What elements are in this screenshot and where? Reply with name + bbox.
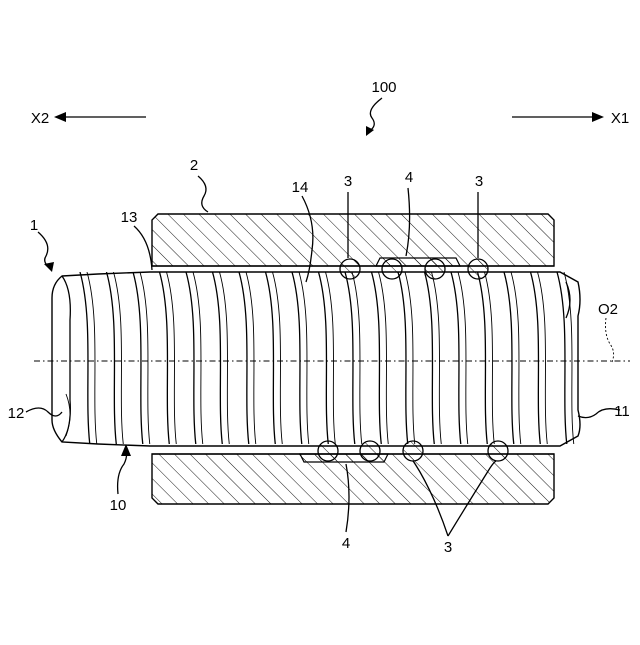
thread-crest-line <box>584 272 594 446</box>
ball <box>340 259 360 279</box>
label-end-right: 11 <box>614 403 630 420</box>
ball <box>468 259 488 279</box>
label-screw: 1 <box>30 217 38 234</box>
ball <box>425 259 445 279</box>
ball <box>382 259 402 279</box>
label-thread: 10 <box>110 497 127 514</box>
ball <box>318 441 338 461</box>
screw-shaft <box>52 272 601 446</box>
label-assembly: 100 <box>371 79 396 96</box>
label-groove: 13 <box>121 209 138 226</box>
direction-arrow-x2 <box>54 112 146 122</box>
label-deflector-top: 4 <box>405 169 413 186</box>
nut-upper-section <box>152 214 554 266</box>
label-ball-top-right: 3 <box>475 173 483 190</box>
label-end-left: 12 <box>8 405 25 422</box>
ball <box>360 441 380 461</box>
label-nut-groove: 14 <box>292 179 309 196</box>
thread-root-line <box>591 272 601 446</box>
label-ball-top-left: 3 <box>344 173 352 190</box>
label-nut: 2 <box>190 157 198 174</box>
label-direction-x1: X1 <box>611 110 629 127</box>
label-direction-x2: X2 <box>31 110 49 127</box>
label-deflector-bottom: 4 <box>342 535 350 552</box>
label-axis: O2 <box>598 301 618 318</box>
label-ball-bottom: 3 <box>444 539 452 556</box>
ball <box>488 441 508 461</box>
direction-arrow-x1 <box>512 112 604 122</box>
ball <box>403 441 423 461</box>
screw-outline <box>52 272 580 446</box>
